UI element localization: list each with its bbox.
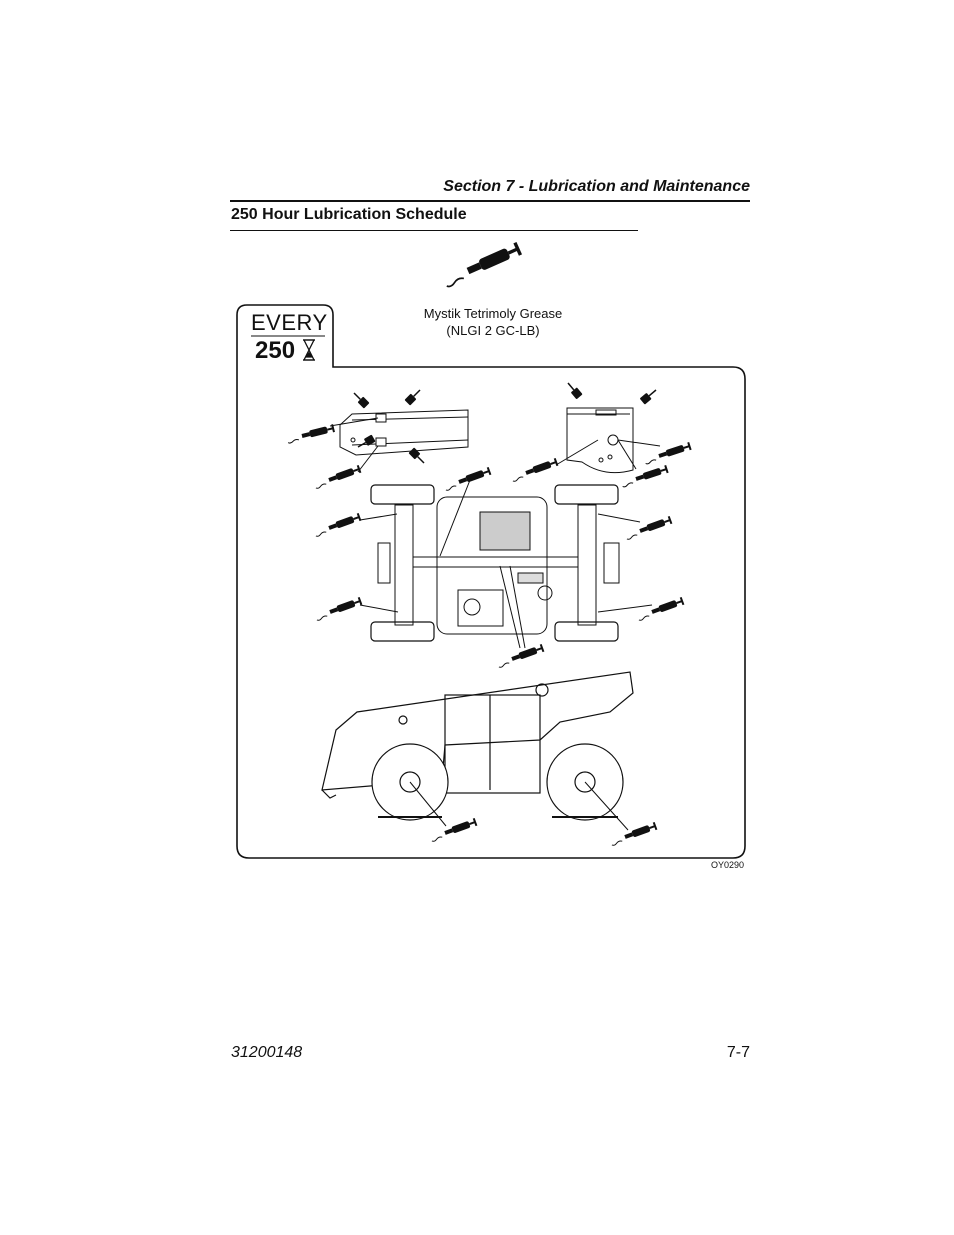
boom-head-left-detail [339, 409, 469, 456]
page-title: 250 Hour Lubrication Schedule [231, 206, 467, 223]
grease-gun-icon [440, 240, 524, 290]
hourglass-icon [302, 339, 316, 361]
page-number: 7-7 [726, 1044, 750, 1061]
header-rule [230, 200, 750, 202]
lubricant-label: Mystik Tetrimoly Grease (NLGI 2 GC-LB) [393, 305, 593, 339]
lubricant-name: Mystik Tetrimoly Grease [423, 306, 563, 321]
grease-gun-callouts [285, 423, 693, 847]
interval-label: EVERY [251, 310, 328, 335]
figure-id: OY0290 [710, 860, 744, 870]
doc-number: 31200148 [231, 1044, 303, 1061]
interval-hours: 250 [255, 337, 296, 364]
brush-icons [350, 379, 660, 467]
leader-lines [329, 417, 661, 831]
machine-side-view [321, 671, 634, 821]
title-rule [230, 230, 638, 231]
lubricant-spec: (NLGI 2 GC-LB) [446, 323, 540, 338]
tires-top-view [370, 484, 619, 642]
section-header: Section 7 - Lubrication and Maintenance [443, 178, 750, 195]
chassis-top-view [377, 496, 620, 635]
